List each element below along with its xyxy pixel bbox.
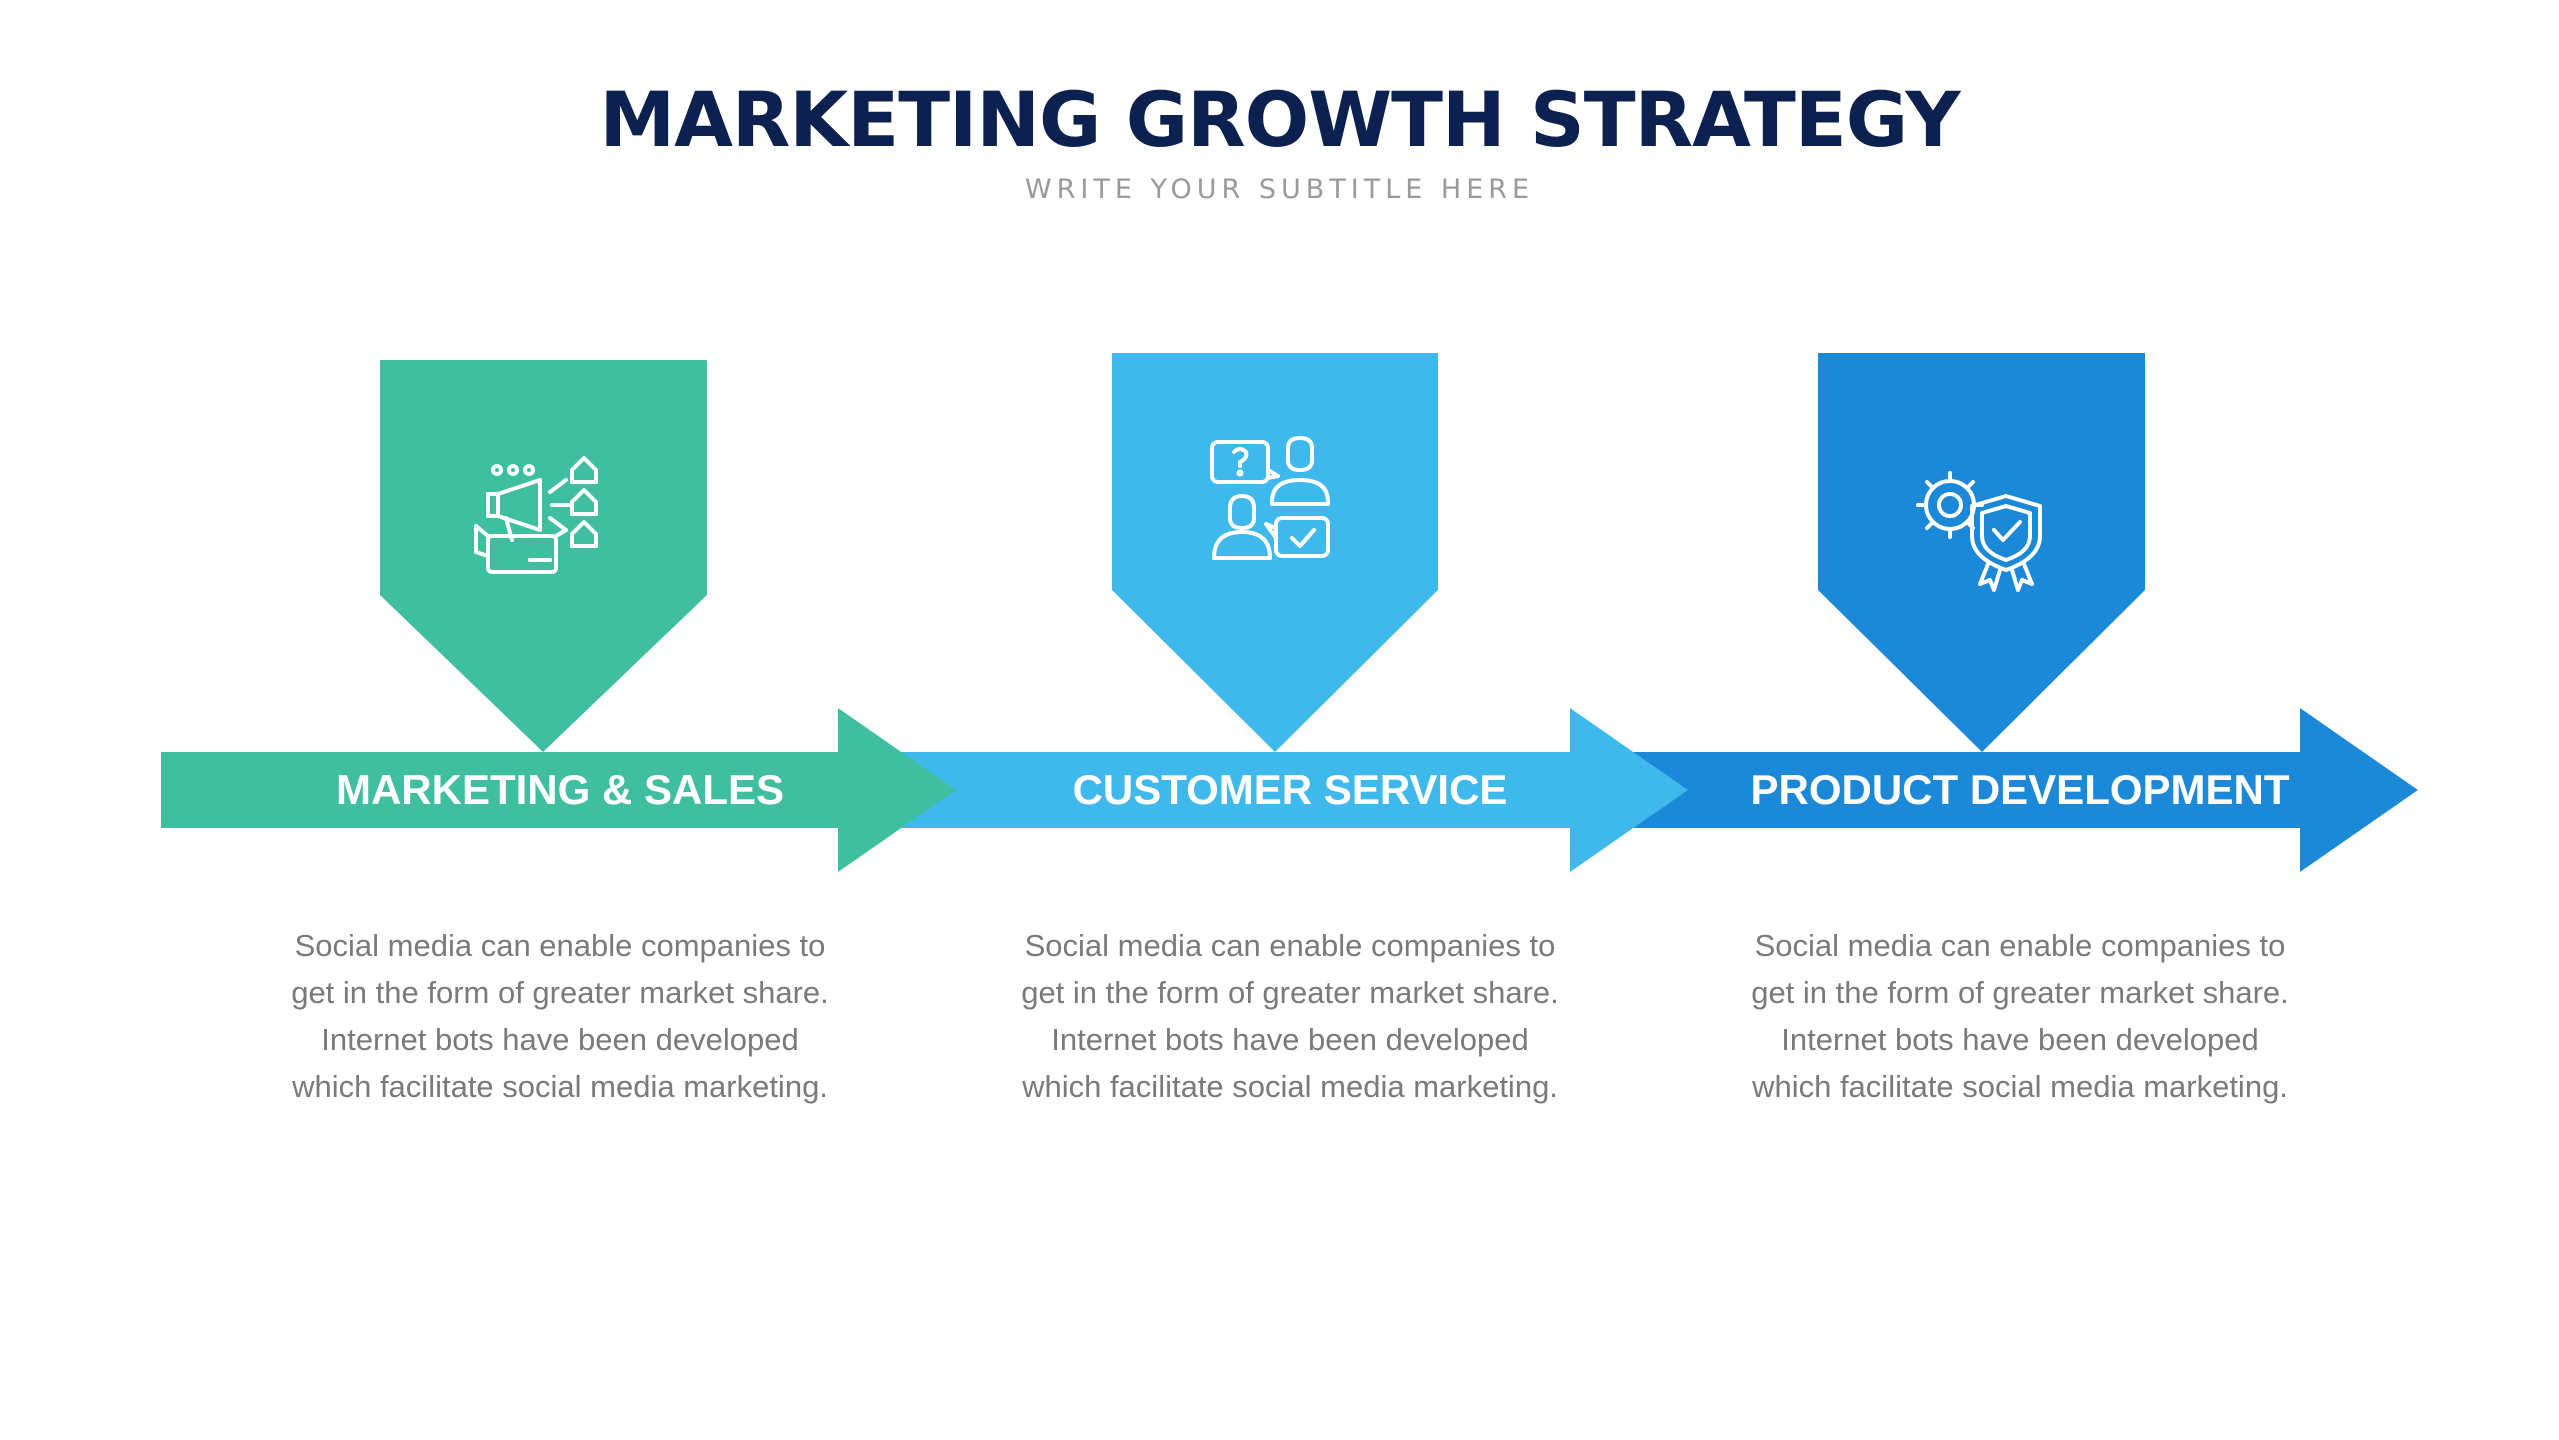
arrow-segment-marketing-sales [161, 708, 956, 872]
arrow-segment-customer-service [890, 708, 1688, 872]
megaphone-houses-icon [474, 456, 598, 574]
gear-shield-badge-icon [1916, 471, 2042, 592]
stage-description-marketing-sales: Social media can enable companies to get… [291, 928, 829, 1104]
stage-description-customer-service: Social media can enable companies to get… [1021, 928, 1559, 1104]
arrow-segment-product-development [1620, 708, 2418, 872]
marker-product-development [1818, 353, 2145, 752]
stage-label-customer-service: CUSTOMER SERVICE [1072, 766, 1508, 813]
marker-marketing-sales [380, 360, 707, 752]
page-title: MARKETING GROWTH STRATEGY [599, 75, 1960, 164]
page-subtitle: WRITE YOUR SUBTITLE HERE [1024, 174, 1535, 205]
stage-description-product-development: Social media can enable companies to get… [1751, 928, 2289, 1104]
stage-label-marketing-sales: MARKETING & SALES [335, 766, 784, 813]
stage-label-product-development: PRODUCT DEVELOPMENT [1750, 766, 2290, 813]
customer-support-chat-icon [1210, 436, 1330, 560]
